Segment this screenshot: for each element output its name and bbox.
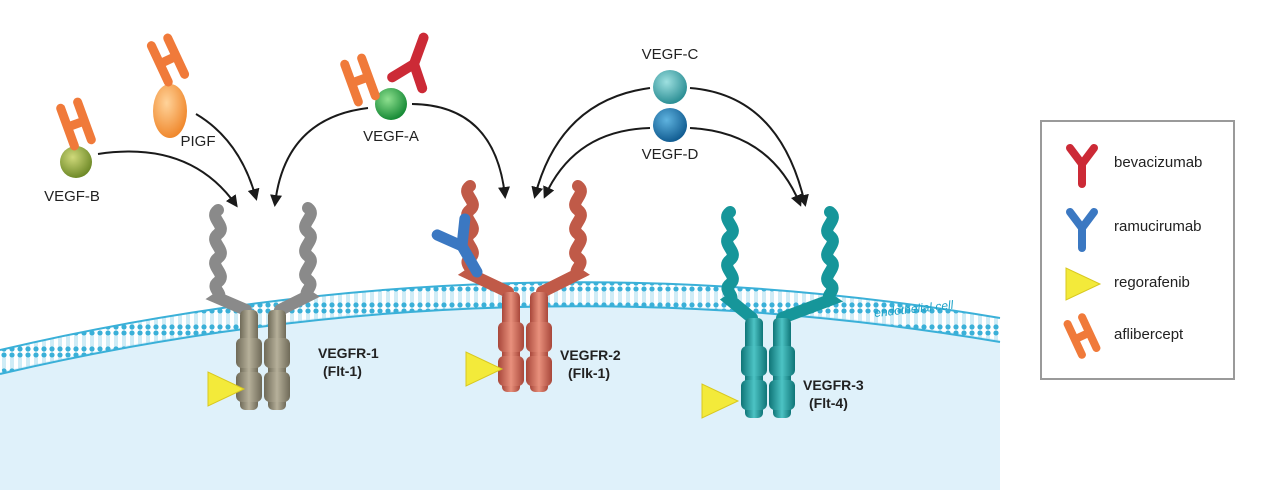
label-vegf-c: VEGF-C	[641, 46, 699, 63]
arrow-vegfd-r3	[689, 127, 803, 207]
ramucirumab-bound	[431, 213, 483, 278]
regorafenib-triangle-r3	[701, 383, 740, 419]
vegfb-ligand	[60, 146, 92, 178]
label-vegfr2: VEGFR-2 (Flk-1)	[560, 346, 621, 382]
pigf-ligand	[153, 84, 187, 138]
legend-item-bevacizumab: bevacizumab	[1042, 138, 1233, 188]
vegfr3-alias: (Flt-4)	[809, 395, 848, 411]
vegfr1-alias: (Flt-1)	[323, 363, 362, 379]
vegfr2-alias: (Flk-1)	[568, 365, 610, 381]
aflibercept-on-vegfa	[340, 53, 380, 107]
label-vegfr3: VEGFR-3 (Flt-4)	[803, 376, 864, 412]
arrow-vegfc-r2	[531, 87, 651, 199]
label-vegf-d: VEGF-D	[641, 146, 699, 163]
vegfr2-name: VEGFR-2	[560, 347, 621, 363]
legend-label-aflibercept: aflibercept	[1114, 326, 1184, 343]
legend-label-ramucirumab: ramucirumab	[1114, 218, 1202, 235]
legend-item-regorafenib: regorafenib	[1042, 258, 1233, 308]
bevacizumab-on-vegfa	[387, 32, 429, 94]
arrow-pigf-r1	[195, 113, 260, 201]
arrow-vegfb-r1	[97, 150, 238, 208]
vegfr1-receptor	[205, 202, 320, 410]
label-pigf: PIGF	[180, 133, 216, 150]
vegfc-ligand	[653, 70, 687, 104]
vegfr1-name: VEGFR-1	[318, 345, 379, 361]
vegfr3-name: VEGFR-3	[803, 377, 864, 393]
cell-membrane	[0, 282, 1003, 374]
legend-label-bevacizumab: bevacizumab	[1114, 154, 1203, 171]
regorafenib-triangle-r1	[207, 371, 246, 407]
vegfa-ligand	[375, 88, 407, 120]
aflibercept-on-vegfb	[56, 97, 96, 151]
label-vegf-b: VEGF-B	[44, 188, 100, 205]
legend-item-ramucirumab: ramucirumab	[1042, 202, 1233, 252]
legend: bevacizumab ramucirumab regorafenib afli…	[1040, 120, 1235, 380]
legend-label-regorafenib: regorafenib	[1114, 274, 1190, 291]
legend-item-aflibercept: aflibercept	[1042, 310, 1233, 360]
regorafenib-icon	[1065, 267, 1102, 301]
regorafenib-triangle-r2	[465, 351, 504, 387]
arrow-vegfd-r2	[543, 127, 651, 199]
ramucirumab-icon	[1066, 208, 1098, 252]
label-vegf-a: VEGF-A	[363, 128, 419, 145]
aflibercept-on-pigf	[146, 33, 190, 87]
vegfd-ligand	[653, 108, 687, 142]
bevacizumab-icon	[1066, 144, 1098, 188]
arrow-vegfa-r1	[270, 107, 369, 207]
label-vegfr1: VEGFR-1 (Flt-1)	[318, 344, 379, 380]
aflibercept-icon	[1063, 313, 1101, 359]
vegfr2-receptor	[457, 180, 590, 392]
arrow-vegfc-r3	[689, 87, 809, 207]
vegfr3-receptor	[719, 206, 844, 418]
arrow-vegfa-r2	[411, 103, 510, 199]
